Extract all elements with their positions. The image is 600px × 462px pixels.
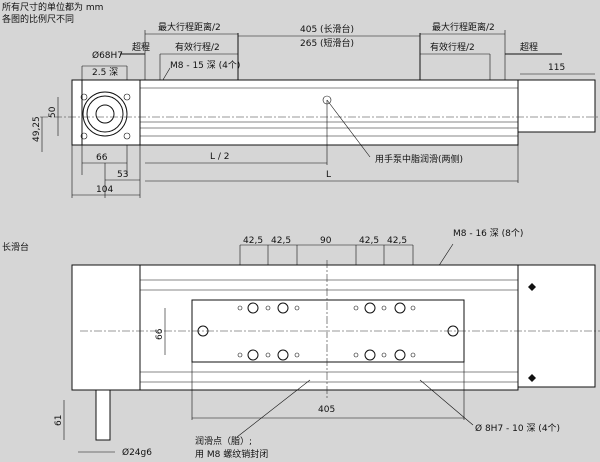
bore-dim: Ø68H7: [92, 50, 123, 61]
overtravel-left: 超程: [132, 41, 150, 53]
lube-point-note: 润滑点（脂）;: [195, 435, 252, 447]
dim-66-bottom: 66: [155, 328, 165, 340]
dim-61: 61: [54, 415, 64, 426]
dim-49-25: 49,25: [32, 116, 42, 142]
dim-53: 53: [117, 170, 128, 180]
dim-50: 50: [48, 106, 58, 118]
eff-stroke-left: 有效行程/2: [175, 41, 220, 53]
thread-top: M8 - 15 深 (4个): [170, 60, 240, 71]
dim-104: 104: [96, 185, 113, 195]
dim-42-5-a: 42,5: [243, 236, 263, 246]
dim-90: 90: [320, 236, 332, 246]
long-slide-dim: 405 (长滑台): [300, 23, 354, 35]
top-view-body: 用手泵中脂润滑(两侧): [40, 79, 600, 165]
lube-plug-note: 用 M8 螺纹销封闭: [195, 448, 268, 460]
scale-note: 各图的比例尺不同: [2, 13, 74, 25]
lube-note: 用手泵中脂润滑(两侧): [375, 153, 463, 165]
half-length: L / 2: [210, 152, 230, 162]
max-stroke-right: 最大行程距离/2: [432, 21, 495, 33]
dim-42-5-d: 42,5: [387, 236, 407, 246]
length-L: L: [326, 170, 331, 180]
short-slide-dim: 265 (短滑台): [300, 37, 354, 49]
dim-405: 405: [318, 405, 335, 415]
shaft-diameter: Ø24g6: [122, 447, 152, 458]
pin-holes-note: Ø 8H7 - 10 深 (4个): [475, 423, 560, 434]
max-stroke-left: 最大行程距离/2: [158, 21, 221, 33]
thread-bottom: M8 - 16 深 (8个): [453, 228, 523, 239]
shaft: [95, 389, 111, 441]
bore-depth: 2.5 深: [92, 67, 118, 78]
top-dimensions: 最大行程距离/2 405 (长滑台) 265 (短滑台) 最大行程距离/2 超程…: [81, 21, 595, 106]
units-note: 所有尺寸的单位都为 mm: [2, 1, 103, 13]
bottom-lower-dimensions: 405 Ø 8H7 - 10 深 (4个) 润滑点（脂）; 用 M8 螺纹销封闭…: [54, 362, 560, 460]
dim-42-5-c: 42,5: [359, 236, 379, 246]
eff-stroke-right: 有效行程/2: [430, 41, 475, 53]
dim-115: 115: [548, 63, 565, 73]
dim-42-5-b: 42,5: [271, 236, 291, 246]
bottom-view-body: 66: [71, 260, 600, 441]
overtravel-right: 超程: [520, 41, 538, 53]
top-lower-dimensions: 50 49,25 66 53 104 L / 2 L: [32, 97, 519, 198]
dim-66: 66: [96, 153, 108, 163]
bottom-view-title: 长滑台: [2, 241, 29, 253]
